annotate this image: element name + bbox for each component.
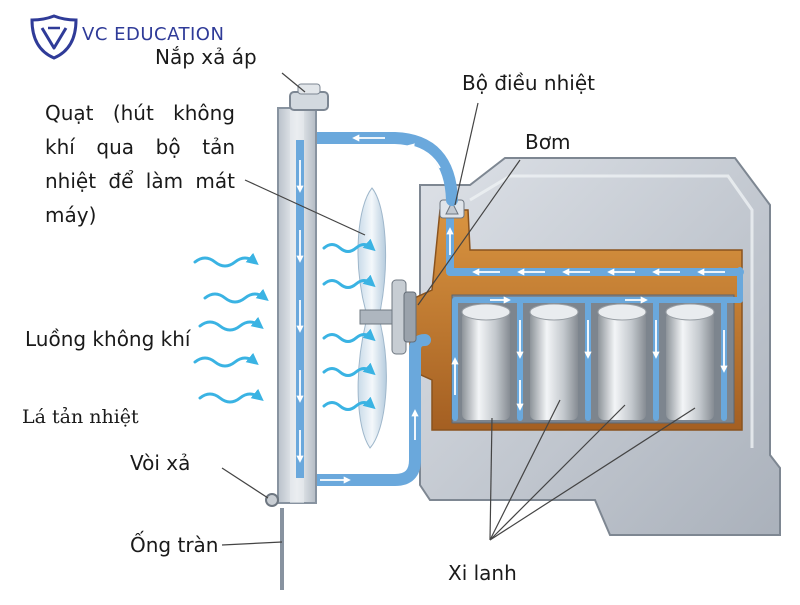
- leader-cylinder-3: [489, 404, 626, 541]
- cylinder: [597, 303, 647, 420]
- airflow-right: [322, 238, 376, 411]
- engine-block-inner-edge: [469, 174, 754, 448]
- label-drain-valve: Vòi xả: [130, 451, 191, 475]
- label-fan: Quạt (hút không khí qua bộ tản nhiệt để …: [45, 101, 235, 227]
- leader-pressure-cap: [281, 72, 306, 93]
- leader-pump: [417, 159, 521, 306]
- leader-cylinder-4: [489, 407, 696, 541]
- label-cylinders: Xi lanh: [448, 561, 517, 585]
- leader-cylinder-2: [489, 399, 561, 541]
- fan-blade-bottom: [357, 321, 387, 449]
- leader-drain-valve: [221, 467, 269, 499]
- leader-cylinder-1: [489, 417, 493, 541]
- label-radiator-fins: Lá tản nhiệt: [22, 406, 139, 428]
- label-pump: Bơm: [525, 130, 571, 154]
- thermostat: [439, 199, 465, 219]
- upper-hose-arrows: [407, 143, 441, 169]
- fan: [357, 187, 417, 449]
- label-overflow-pipe: Ống tràn: [130, 533, 219, 557]
- label-airflow: Luồng không khí: [25, 327, 191, 351]
- airflow-left: [193, 252, 269, 404]
- pump-pulley: [403, 291, 417, 343]
- leader-overflow-pipe: [221, 541, 283, 546]
- brand: VC EDUCATION: [30, 14, 230, 60]
- cylinder: [461, 303, 511, 420]
- pressure-cap: [289, 83, 329, 111]
- fan-blade-top: [357, 187, 386, 313]
- leader-fan: [244, 179, 366, 236]
- upper-hose: [299, 132, 458, 206]
- cylinder: [665, 303, 715, 420]
- radiator: [277, 107, 317, 504]
- cylinders: [461, 303, 715, 420]
- drain-valve: [265, 493, 279, 507]
- label-pressure-cap: Nắp xả áp: [155, 45, 257, 69]
- vc-shield-logo-icon: [30, 14, 78, 60]
- leader-thermostat: [454, 102, 479, 206]
- cylinder: [529, 303, 579, 420]
- lower-hose-arrows: [320, 409, 419, 484]
- head-coolant-arrows: [446, 227, 725, 276]
- label-thermostat: Bộ điều nhiệt: [462, 71, 595, 95]
- leader-lines: [221, 72, 696, 546]
- brand-name: VC EDUCATION: [82, 24, 225, 45]
- cylinder-coolant-arrows: [451, 296, 728, 411]
- lower-hose: [299, 334, 431, 486]
